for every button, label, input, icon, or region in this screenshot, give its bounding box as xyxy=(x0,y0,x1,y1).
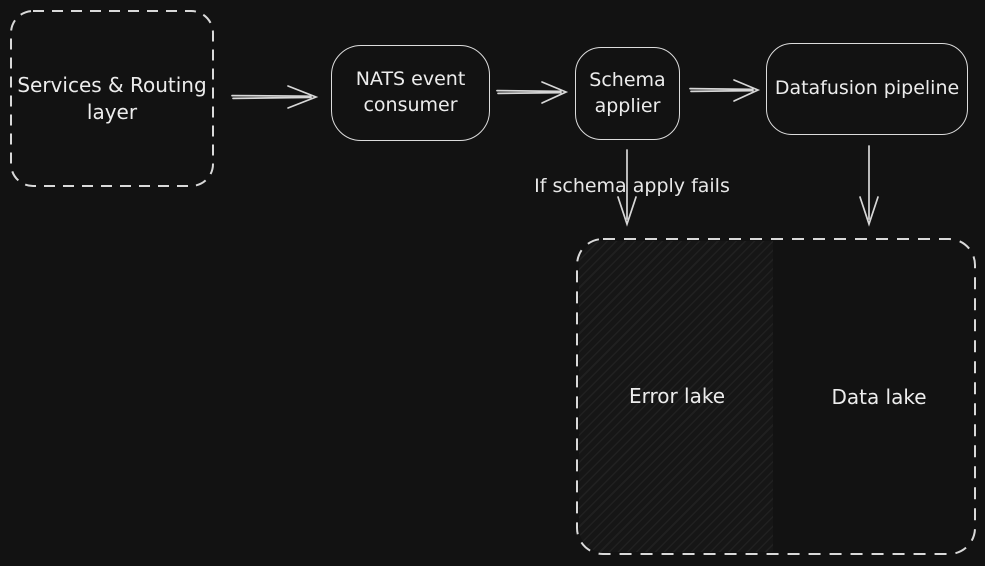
arrow-datafusion-to-data-lake xyxy=(859,145,879,227)
node-datafusion-pipeline[interactable]: Datafusion pipeline xyxy=(766,43,968,135)
arrow-nats-to-schema xyxy=(496,81,569,104)
node-label-line: NATS event xyxy=(355,68,466,91)
node-label-line: consumer xyxy=(363,94,458,116)
lakes-container[interactable]: Error lake Data lake xyxy=(577,239,975,554)
node-label-line: Schema xyxy=(589,68,666,91)
edge-label-if-schema-apply-fails: If schema apply fails xyxy=(534,175,730,197)
node-nats-event-consumer[interactable]: NATS event consumer xyxy=(331,45,490,141)
node-schema-applier[interactable]: Schema applier xyxy=(575,47,680,140)
data-lake-label: Data lake xyxy=(831,385,927,409)
node-label-line: layer xyxy=(86,99,138,124)
arrow-services-to-nats xyxy=(231,85,319,109)
arrow-schema-to-datafusion xyxy=(689,79,761,102)
node-services-routing-layer[interactable]: Services & Routing layer xyxy=(11,11,213,186)
error-lake-label: Error lake xyxy=(628,384,726,408)
node-label-line: Datafusion pipeline xyxy=(774,77,960,100)
node-label-line: applier xyxy=(594,94,661,117)
node-label-line: Services & Routing xyxy=(17,72,207,97)
